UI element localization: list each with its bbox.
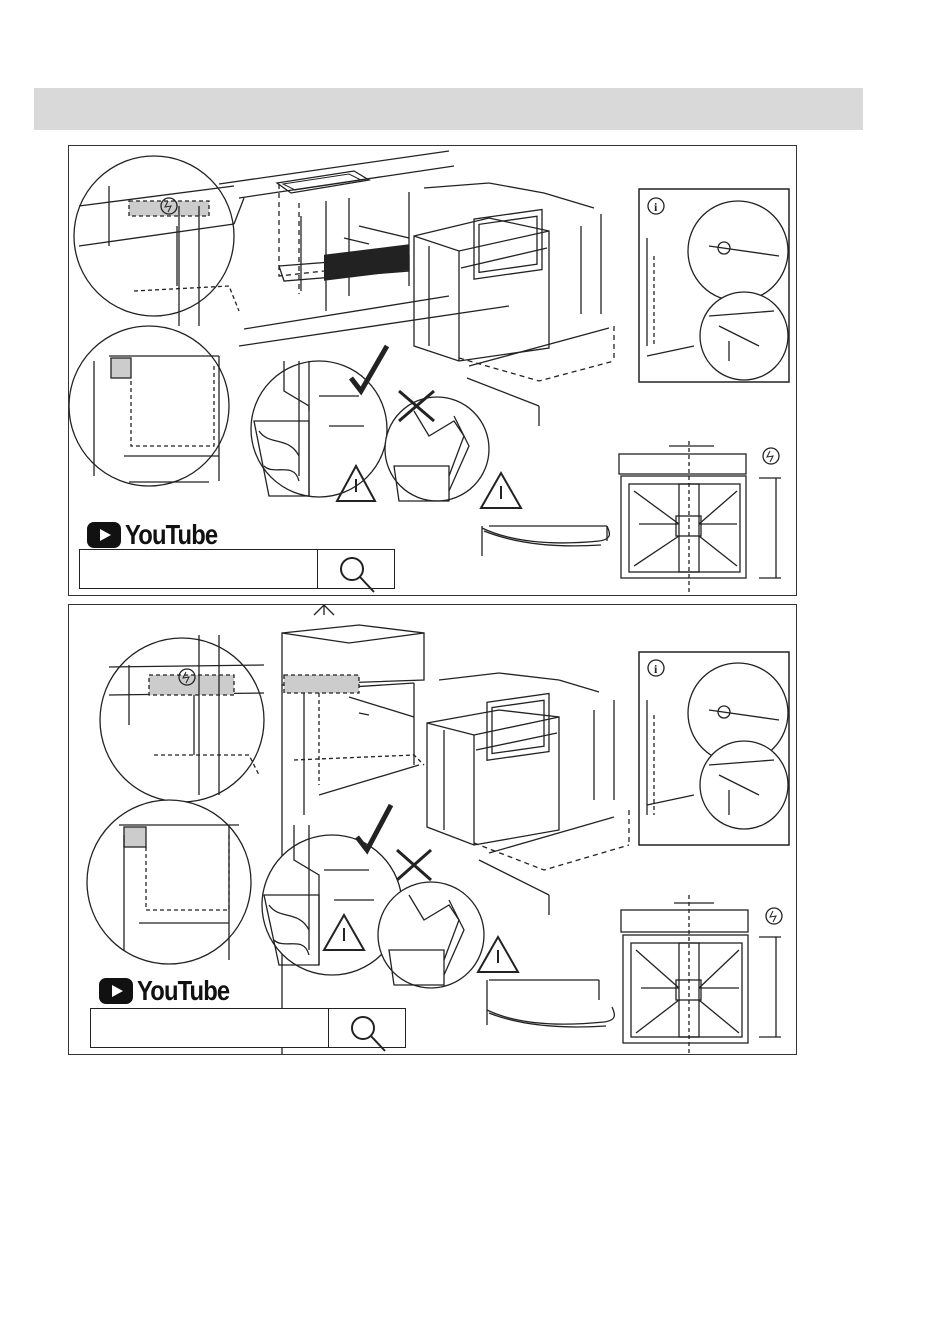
- youtube-logo[interactable]: YouTube: [87, 519, 234, 551]
- youtube-play-icon: [87, 522, 121, 548]
- magnifier-icon: [347, 1013, 389, 1053]
- installation-panel-column: i YouTube: [68, 604, 797, 1055]
- video-search-input[interactable]: [80, 550, 317, 588]
- info-icon: i: [654, 200, 658, 214]
- video-search-box: [79, 549, 395, 589]
- video-search-button[interactable]: [328, 1009, 405, 1047]
- magnifier-icon: [336, 554, 378, 594]
- info-icon: i: [654, 662, 658, 676]
- youtube-play-icon: [99, 978, 133, 1004]
- installation-panel-under-counter: i YouTube: [68, 145, 797, 596]
- youtube-brand-text: YouTube: [137, 975, 229, 1007]
- youtube-logo[interactable]: YouTube: [99, 975, 246, 1007]
- video-search-button[interactable]: [317, 550, 394, 588]
- video-search-box: [90, 1008, 406, 1048]
- youtube-brand-text: YouTube: [125, 519, 217, 551]
- video-search-input[interactable]: [91, 1009, 328, 1047]
- section-header-bar: [34, 88, 863, 130]
